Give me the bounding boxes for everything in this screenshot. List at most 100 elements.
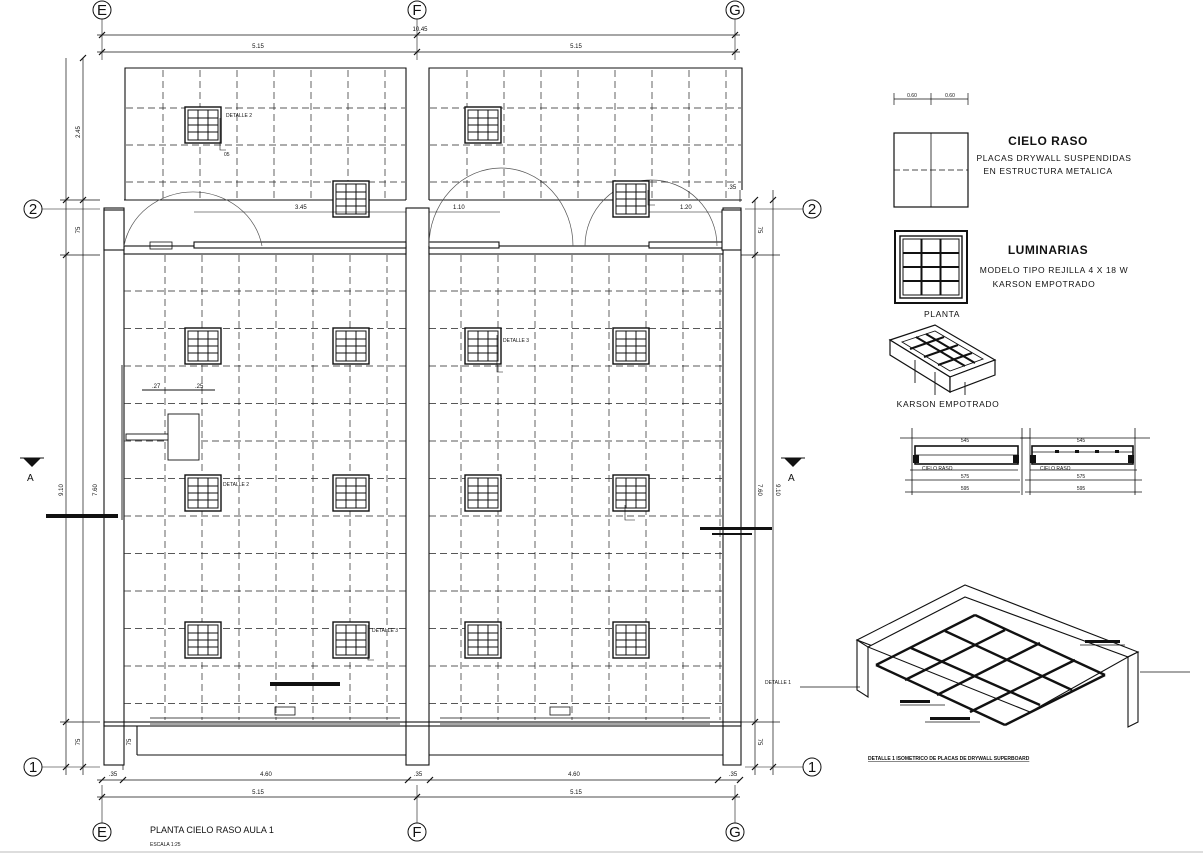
dim-top-bay-1: 5.15 [252,44,264,50]
dim-inner-span-2: 1.10 [453,205,465,211]
legend-cielo-raso [893,93,969,208]
legend-sec-top-b: 545 [1077,438,1086,444]
luminaire-fixture [184,621,222,659]
axis-label-e-top: E [97,2,107,19]
dim-bottom-seg-2: 4.60 [260,772,272,778]
dim-right-4: 75 [756,739,762,746]
axis-label-g-bottom: G [729,824,741,841]
section-label-right: A [788,473,795,484]
luminaire-fixture [464,621,502,659]
dim-bottom-seg-3: .35 [414,772,423,778]
legend-cielo-dim-1: 0.60 [907,93,917,99]
dim-bottom-bay-1: 5.15 [252,790,264,796]
legend-sec-label-b: CIELO RASO [1040,466,1071,472]
dim-left-4: 75 [76,738,82,745]
callout-detalle-3b: DETALLE 3 [372,628,398,634]
axis-label-g-top: G [729,2,741,19]
luminaire-fixture [464,327,502,365]
callout-leaders [217,118,655,661]
axis-label-e-bottom: E [97,824,107,841]
legend-sec-label-a: CIELO RASO [922,466,953,472]
dim-left-2: 75 [76,226,82,233]
luminaire-fixture [612,327,650,365]
callout-detalle-2a: DETALLE 2 [226,113,252,119]
legend-lum-title: LUMINARIAS [1008,243,1088,257]
tag-box [149,241,173,250]
luminaire-fixture [612,474,650,512]
dim-right-1: 75 [756,227,762,234]
axis-label-2-right: 2 [808,201,816,218]
legend-karson-label: KARSON EMPOTRADO [897,399,1000,409]
dim-top-bay-2: 5.15 [570,44,582,50]
dim-bottom-seg-5: .35 [729,772,738,778]
legend-sec-mid-b: 575 [1077,474,1086,480]
dim-inner-left-2: 75 [127,738,133,745]
legend-sections [900,428,1150,495]
dim-left-1: 2.45 [76,126,82,138]
callout-detalle-2b: DETALLE 2 [223,482,249,488]
legend-cielo-line2: EN ESTRUCTURA METALICA [983,166,1112,176]
legend-sec-mid-a: 575 [961,474,970,480]
luminaire-fixture [612,621,650,659]
axis-label-f-bottom: F [412,824,421,841]
walls [103,67,743,766]
plan-title: PLANTA CIELO RASO AULA 1 [150,825,274,835]
wall-openings [150,706,710,725]
legend-planta-label: PLANTA [924,309,960,319]
legend-iso-grid [875,613,1106,727]
legend-lum-line2: KARSON EMPOTRADO [993,279,1096,289]
luminaire-fixture [464,106,502,144]
dim-inner-span-1: 3.45 [295,205,307,211]
section-marker-right [700,457,805,535]
axis-label-2-left: 2 [29,201,37,218]
dim-bottom-seg-1: .35 [109,772,118,778]
legend-luminaire-plan [894,230,968,304]
luminaire-fixture [464,474,502,512]
luminaire-fixture [184,474,222,512]
dim-right-2: 7.60 [756,484,762,496]
luminaire-fixture [332,474,370,512]
door-swings [123,167,718,247]
ac-unit [121,365,215,520]
dim-top-offset-right: .35 [728,185,737,191]
legend-iso-leaders [800,644,1190,723]
dim-inner-span-3: 1.20 [680,205,692,211]
dim-left-3: 9.10 [59,484,65,496]
legend-iso-caption: DETALLE 1 ISOMETRICO DE PLACAS DE DRYWAL… [868,756,1030,762]
luminaire-fixture [332,327,370,365]
axis-label-1-left: 1 [29,759,37,776]
legend-cielo-title: CIELO RASO [1008,134,1088,148]
section-marker-left [20,457,118,518]
legend-sec-top-a: 545 [961,438,970,444]
dimension-lines [60,34,780,798]
legend-sec-bot-b: 595 [1077,486,1086,492]
plan-scale: ESCALA 1:25 [150,842,181,848]
luminaire-fixture [332,180,370,218]
section-label-left: A [27,473,34,484]
luminaire-fixture [332,621,370,659]
legend-section-blocks [913,450,1134,463]
luminaire-fixture [184,327,222,365]
legend-sec-bot-a: 595 [961,486,970,492]
axis-label-f-top: F [412,2,421,19]
dim-inner-left-1: 7.60 [93,484,99,496]
axis-label-1-right: 1 [808,759,816,776]
callout-tag-05: 05 [224,152,230,158]
luminaire-fixture [184,106,222,144]
legend-luminaire-iso [888,324,997,395]
luminaire-fixture [612,180,650,218]
legend-cielo-dim-2: 0.60 [945,93,955,99]
dim-col-offset-b: .25 [195,384,204,390]
legend-iso-label-bars [900,640,1120,720]
dim-bottom-seg-4: 4.60 [568,772,580,778]
callout-detalle-3a: DETALLE 3 [503,338,529,344]
dim-overall-width: 10.45 [412,27,428,33]
dim-bottom-bay-2: 5.15 [570,790,582,796]
legend-cielo-line1: PLACAS DRYWALL SUSPENDIDAS [976,153,1131,163]
section-bar-bottom [270,682,340,686]
dim-right-3: 9.10 [774,484,780,496]
callout-detalle-1: DETALLE 1 [765,680,791,686]
dimension-ticks [62,31,777,801]
dim-col-offset-a: .27 [152,384,161,390]
